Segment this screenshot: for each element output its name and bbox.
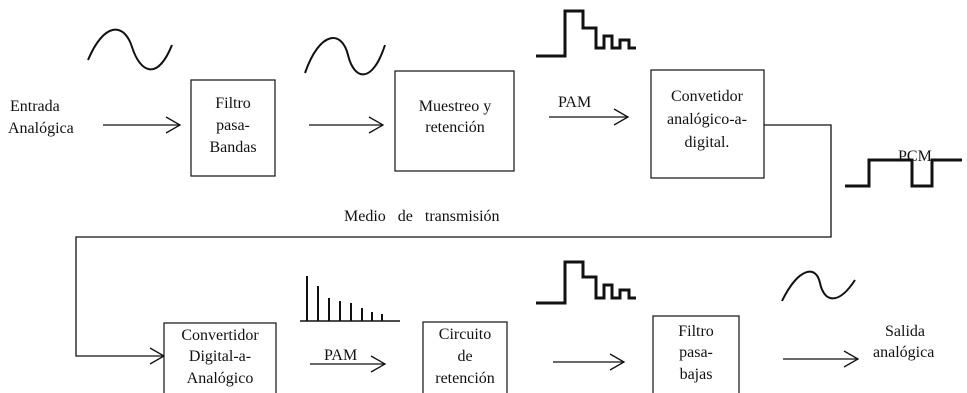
bandpass-filter-label-1: Filtro [215, 95, 251, 112]
arrow-lowpass-to-output [783, 350, 860, 368]
input-label-line2: Analógica [8, 120, 74, 137]
sine-wave-icon-output [781, 270, 856, 302]
sample-hold-label-1: Muestreo y [419, 98, 491, 115]
dac-label-1: Convertidor [181, 327, 259, 344]
pam-pulse-waveform-icon-bottom [536, 260, 636, 305]
lowpass-filter-label-3: bajas [680, 366, 713, 383]
bandpass-filter-label-3: Bandas [209, 139, 256, 156]
sample-hold-block [394, 70, 515, 172]
dac-label-2: Digital-a- [189, 348, 251, 365]
hold-circuit-label-3: retención [435, 370, 495, 387]
arrow-sampler-to-adc [549, 108, 630, 126]
input-label-line1: Entrada [10, 98, 60, 115]
dac-block [163, 322, 277, 393]
adc-label-1: Convetidor [671, 88, 744, 105]
arrow-line-to-dac [106, 347, 166, 365]
arrow-bandpass-to-sampler [309, 116, 385, 134]
transmission-medium-label: Medio de transmisión [344, 208, 500, 225]
sample-hold-label-2: retención [425, 119, 485, 136]
pam-label-top: PAM [558, 94, 591, 111]
pam-label-bottom: PAM [324, 347, 357, 364]
adc-label-3: digital. [685, 134, 730, 151]
bandpass-filter-label-2: pasa- [216, 117, 250, 134]
hold-circuit-block [422, 321, 508, 393]
bandpass-filter-block [190, 79, 276, 177]
sine-wave-icon-input [87, 28, 173, 71]
pam-impulse-train-icon [300, 276, 400, 322]
adc-block [650, 69, 765, 179]
pcm-pulse-waveform-icon [845, 158, 962, 188]
pcm-label: PCM [898, 148, 932, 165]
lowpass-filter-block [652, 315, 740, 393]
lowpass-filter-label-1: Filtro [678, 323, 714, 340]
hold-circuit-label-1: Circuito [439, 326, 491, 343]
arrow-dac-to-hold [310, 355, 387, 373]
output-label-line2: analógica [873, 344, 934, 361]
dac-label-3: Analógico [187, 370, 254, 387]
transmission-medium-line [75, 124, 832, 357]
arrow-input-to-bandpass [103, 116, 182, 134]
output-label-line1: Salida [885, 323, 925, 340]
adc-label-2: analógico-a- [667, 111, 747, 128]
hold-circuit-label-2: de [457, 348, 472, 365]
sine-wave-icon-filtered [304, 37, 386, 76]
arrow-hold-to-lowpass [553, 353, 626, 371]
pam-pulse-waveform-icon-top [536, 9, 636, 58]
lowpass-filter-label-2: pasa- [679, 344, 713, 361]
